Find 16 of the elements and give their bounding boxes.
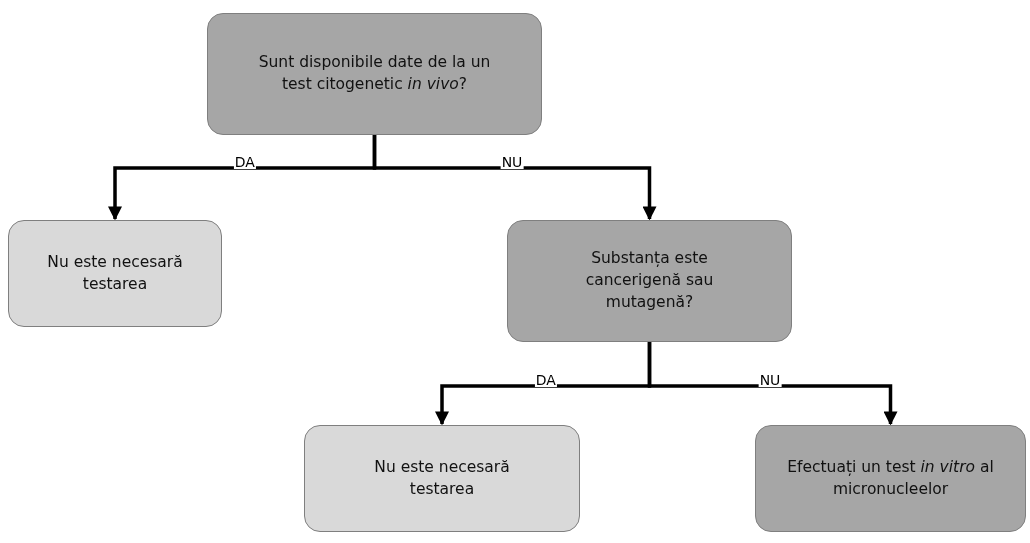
node-text: Nu este necesară testarea bbox=[373, 456, 511, 500]
node-text: Efectuați un test in vitro al micronucleelor bbox=[786, 456, 995, 500]
process-box bbox=[507, 220, 792, 342]
process-box bbox=[755, 425, 1026, 532]
edge-label: DA bbox=[534, 373, 557, 387]
arrow bbox=[647, 342, 898, 426]
edge-label: NU bbox=[758, 373, 782, 387]
node-text: Nu este necesară testarea bbox=[46, 251, 184, 295]
process-box bbox=[207, 13, 542, 135]
result-box bbox=[8, 220, 222, 327]
arrow bbox=[372, 135, 657, 221]
edge-label: NU bbox=[500, 155, 524, 169]
node-text: Substanța este cancerigenă sau mutagenă? bbox=[584, 248, 715, 313]
edge-label: DA bbox=[233, 155, 256, 169]
result-box bbox=[304, 425, 580, 532]
node-text: Sunt disponibile date de la un test citogenetic in vivo? bbox=[257, 52, 492, 95]
